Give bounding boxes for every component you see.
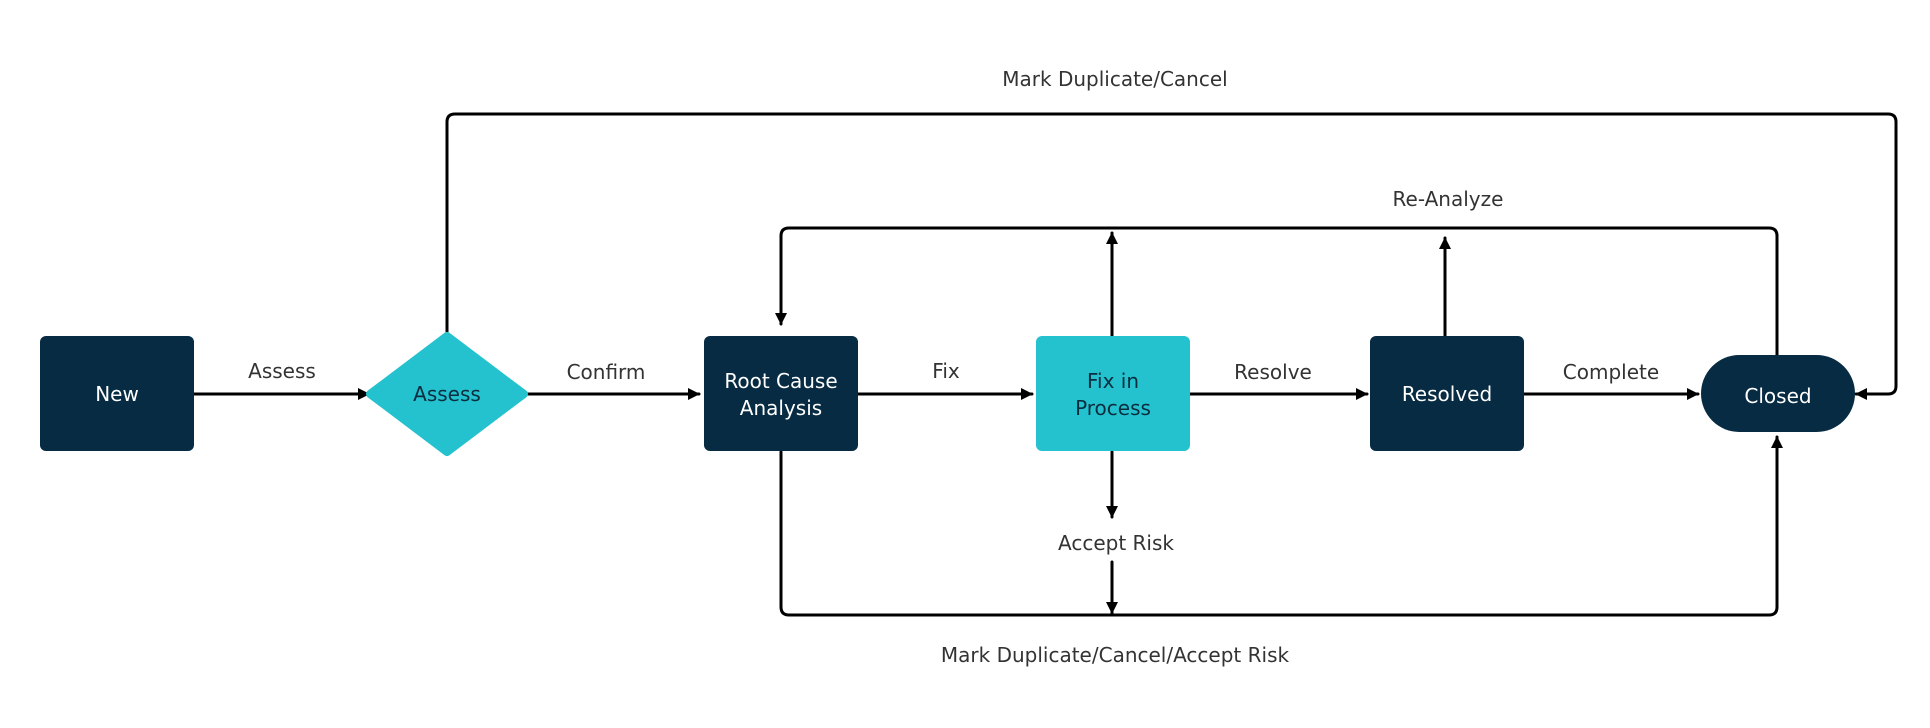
node-new-label: New [95, 382, 139, 406]
edge-mark-duplicate-cancel-accept-risk [779, 435, 1783, 617]
node-rca-shape [704, 336, 858, 451]
node-rca-label-line1: Root Cause [724, 369, 837, 393]
edge-label-accept-risk: Accept Risk [1058, 531, 1174, 555]
node-closed-shape [1701, 355, 1855, 432]
node-fix-label-line1: Fix in [1087, 369, 1139, 393]
node-new-shape [40, 336, 194, 451]
edge-label-mark-duplicate-cancel: Mark Duplicate/Cancel [1002, 67, 1227, 91]
node-closed-label: Closed [1744, 384, 1811, 408]
edge-label-re-analyze: Re-Analyze [1393, 187, 1504, 211]
node-fix-label-line2: Process [1075, 396, 1151, 420]
node-rca-label-line2: Analysis [740, 396, 822, 420]
node-new[interactable]: New [40, 336, 194, 451]
edge-label-fix: Fix [932, 359, 960, 383]
node-assess-shape [366, 332, 528, 456]
edge-label-mark-duplicate-cancel-accept-risk: Mark Duplicate/Cancel/Accept Risk [941, 643, 1290, 667]
node-resolved-shape [1370, 336, 1524, 451]
edge-label-resolve: Resolve [1234, 360, 1312, 384]
edge-label-assess: Assess [248, 359, 316, 383]
node-resolved-label: Resolved [1402, 382, 1492, 406]
node-root-cause-analysis[interactable]: Root Cause Analysis [704, 336, 858, 451]
node-fix-in-process[interactable]: Fix in Process [1036, 336, 1190, 451]
edge-mark-duplicate-cancel [445, 112, 1898, 400]
edge-re-analyze [775, 226, 1779, 357]
edge-label-complete: Complete [1563, 360, 1659, 384]
node-closed[interactable]: Closed [1701, 355, 1855, 432]
node-assess-label: Assess [413, 382, 481, 406]
node-resolved[interactable]: Resolved [1370, 336, 1524, 451]
node-fix-shape [1036, 336, 1190, 451]
node-assess[interactable]: Assess [366, 332, 528, 456]
edge-label-confirm: Confirm [567, 360, 646, 384]
